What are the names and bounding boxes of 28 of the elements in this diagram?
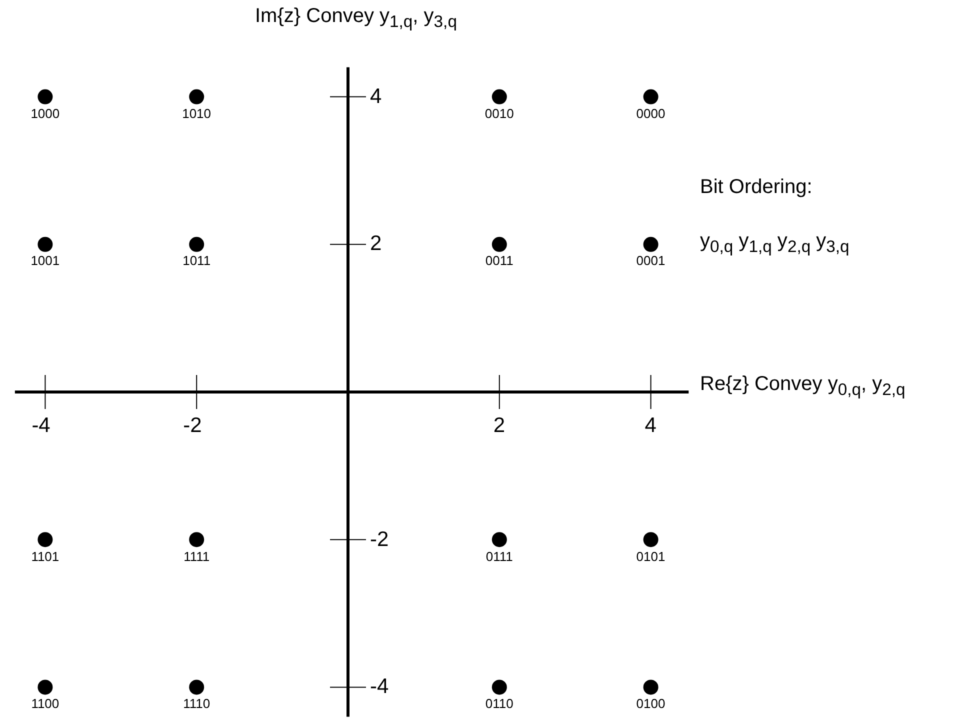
tick-label: -2 <box>370 528 389 552</box>
tick-label: -4 <box>32 414 50 438</box>
point-label: 1011 <box>182 253 211 268</box>
point-label: 0010 <box>484 106 514 121</box>
point-label: 1100 <box>31 696 60 712</box>
point-label: 1101 <box>31 548 60 564</box>
tick-label: 4 <box>370 84 382 109</box>
point-label: 1010 <box>182 106 212 121</box>
tick-label: 4 <box>644 414 656 438</box>
axis-title: Im{z} Convey y$_{1,q}$, y$_{3,q}$ <box>255 5 457 32</box>
point-label: 1110 <box>183 696 210 712</box>
tick-label: 2 <box>370 232 382 256</box>
tick-label: -2 <box>183 414 202 438</box>
point-label: 0000 <box>636 106 666 121</box>
point-label: 0011 <box>485 253 514 268</box>
point-label: 0110 <box>485 696 514 712</box>
point-label: 1000 <box>30 106 60 121</box>
point-label: 0101 <box>636 548 666 564</box>
tick-label: -4 <box>370 675 389 700</box>
note-text: Bit Ordering: <box>700 176 812 199</box>
point-label: 1001 <box>30 253 60 268</box>
point-label: 0100 <box>636 696 666 712</box>
axis-title: Re{z} Convey y$_{0,q}$, y$_{2,q}$ <box>700 372 906 400</box>
point-label: 1111 <box>184 548 210 564</box>
note-text: y$_{0,q}$ y$_{1,q}$ y$_{2,q}$ y$_{3,q}$ <box>700 230 850 257</box>
tick-label: 2 <box>493 414 506 438</box>
point-label: 0111 <box>486 548 513 564</box>
point-label: 0001 <box>636 253 666 268</box>
